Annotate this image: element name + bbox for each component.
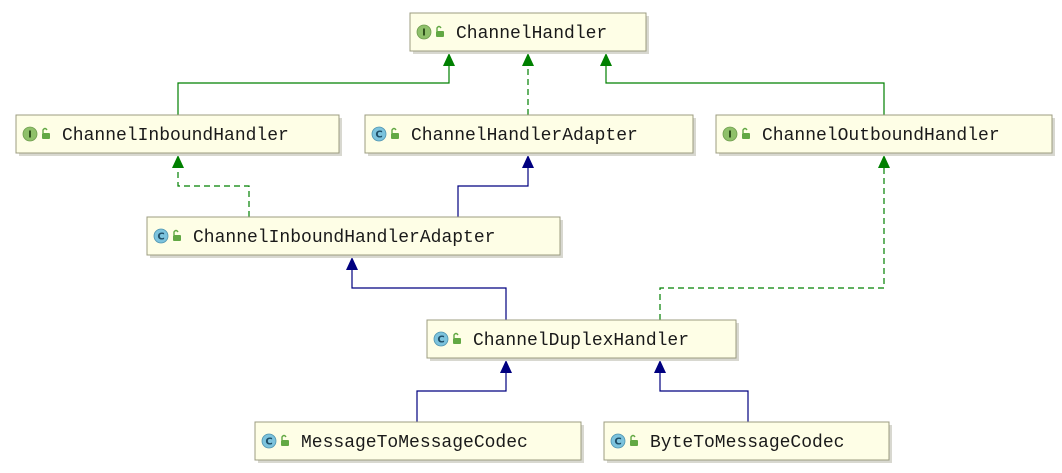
- edge-line: [351, 269, 507, 320]
- svg-text:C: C: [614, 437, 621, 448]
- node-box: [146, 216, 561, 256]
- node-label: ChannelOutboundHandler: [762, 126, 1000, 146]
- node-box: [15, 114, 340, 154]
- edge-line: [605, 65, 885, 115]
- node-label: ChannelDuplexHandler: [473, 331, 689, 351]
- node-label: ChannelInboundHandlerAdapter: [193, 228, 495, 248]
- node-channel-outbound-handler[interactable]: I ChannelOutboundHandler: [715, 114, 1055, 156]
- arrowhead: [172, 155, 184, 168]
- edge-channel-inbound-handler-adapter-to-channel-handler-adapter: [457, 155, 534, 217]
- edge-channel-inbound-handler-adapter-to-channel-inbound-handler: [172, 155, 250, 217]
- edge-channel-duplex-handler-to-channel-inbound-handler-adapter: [346, 257, 507, 320]
- public-access-icon: [281, 434, 289, 446]
- arrowhead: [878, 155, 890, 168]
- node-box: [426, 319, 737, 359]
- edges-layer: [172, 53, 890, 422]
- edge-channel-duplex-handler-to-channel-outbound-handler: [659, 155, 890, 320]
- interface-icon: I: [22, 126, 38, 142]
- class-icon: C: [610, 433, 626, 449]
- svg-text:I: I: [728, 130, 732, 141]
- public-access-icon: [630, 434, 638, 446]
- arrowhead: [522, 53, 534, 66]
- class-icon: C: [433, 331, 449, 347]
- class-icon: C: [261, 433, 277, 449]
- edge-line: [177, 65, 450, 115]
- node-channel-handler[interactable]: I ChannelHandler: [409, 12, 649, 54]
- node-channel-inbound-handler-adapter[interactable]: C ChannelInboundHandlerAdapter: [146, 216, 563, 258]
- interface-icon: I: [416, 24, 432, 40]
- arrowhead: [346, 257, 358, 270]
- node-box: [364, 114, 694, 154]
- node-box: [603, 421, 890, 461]
- public-access-icon: [453, 332, 461, 344]
- arrowhead: [500, 360, 512, 373]
- arrowhead: [522, 155, 534, 168]
- public-access-icon: [42, 127, 50, 139]
- edge-line: [659, 372, 749, 422]
- node-channel-handler-adapter[interactable]: C ChannelHandlerAdapter: [364, 114, 696, 156]
- node-box: [715, 114, 1053, 154]
- node-label: ByteToMessageCodec: [650, 433, 844, 453]
- public-access-icon: [173, 229, 181, 241]
- edge-line: [177, 167, 250, 217]
- edge-message-to-message-codec-to-channel-duplex-handler: [416, 360, 512, 422]
- edge-channel-inbound-handler-to-channel-handler: [177, 53, 455, 115]
- node-label: ChannelHandlerAdapter: [411, 126, 638, 146]
- node-label: ChannelHandler: [456, 24, 607, 44]
- edge-line: [416, 372, 507, 422]
- svg-text:I: I: [422, 28, 426, 39]
- svg-text:C: C: [265, 437, 272, 448]
- node-byte-to-message-codec[interactable]: C ByteToMessageCodec: [603, 421, 892, 463]
- node-channel-duplex-handler[interactable]: C ChannelDuplexHandler: [426, 319, 739, 361]
- node-channel-inbound-handler[interactable]: I ChannelInboundHandler: [15, 114, 342, 156]
- node-label: ChannelInboundHandler: [62, 126, 289, 146]
- edge-byte-to-message-codec-to-channel-duplex-handler: [654, 360, 749, 422]
- svg-text:I: I: [28, 130, 32, 141]
- svg-text:C: C: [157, 232, 164, 243]
- edge-channel-handler-adapter-to-channel-handler: [522, 53, 534, 115]
- arrowhead: [654, 360, 666, 373]
- public-access-icon: [742, 127, 750, 139]
- node-box: [409, 12, 647, 52]
- node-label: MessageToMessageCodec: [301, 433, 528, 453]
- svg-text:C: C: [437, 335, 444, 346]
- class-icon: C: [153, 228, 169, 244]
- public-access-icon: [436, 25, 444, 37]
- arrowhead: [443, 53, 455, 66]
- public-access-icon: [391, 127, 399, 139]
- node-box: [254, 421, 582, 461]
- svg-text:C: C: [375, 130, 382, 141]
- interface-icon: I: [722, 126, 738, 142]
- edge-line: [659, 167, 885, 320]
- arrowhead: [600, 53, 612, 66]
- class-icon: C: [371, 126, 387, 142]
- node-message-to-message-codec[interactable]: C MessageToMessageCodec: [254, 421, 584, 463]
- edge-line: [457, 167, 529, 217]
- edge-channel-outbound-handler-to-channel-handler: [600, 53, 885, 115]
